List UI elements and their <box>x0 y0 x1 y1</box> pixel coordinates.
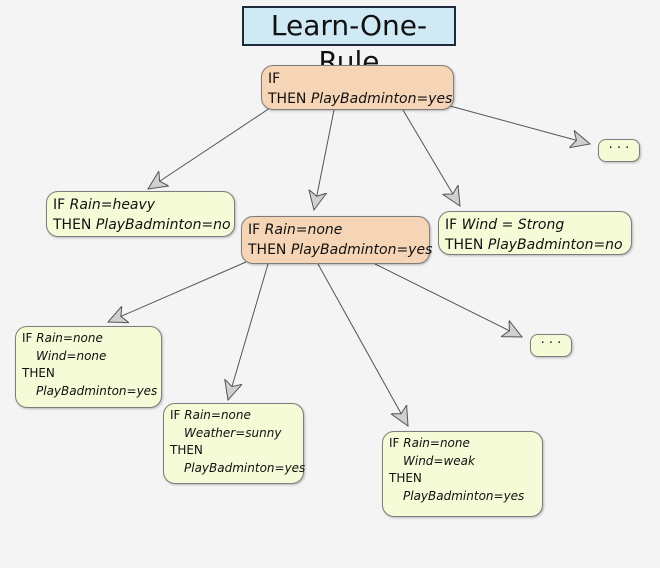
more-rules-ellipsis-top: · · · <box>598 139 640 162</box>
c1-cond1: Rain=none <box>36 331 103 345</box>
c1-if-line: IF Rain=none <box>22 330 155 348</box>
c2-cond2: Weather=sunny <box>184 425 282 440</box>
c3-if: IF <box>389 436 404 450</box>
c2-conclusion: PlayBadminton=yes <box>184 460 306 475</box>
root-rule-node: IF THEN PlayBadminton=yes <box>261 65 454 110</box>
root-conclusion: PlayBadminton=yes <box>310 91 453 107</box>
diagram-title: Learn-One-Rule <box>242 6 456 78</box>
c3-then: THEN <box>389 471 422 485</box>
c1-conclusion: PlayBadminton=yes <box>36 383 158 398</box>
c2-cond1: Rain=none <box>184 408 251 422</box>
c1-if: IF <box>22 331 37 345</box>
c3-cond2-line: Wind=weak <box>389 453 536 471</box>
rule-rain-none-wind-weak-node: IF Rain=none Wind=weak THEN PlayBadminto… <box>382 431 543 517</box>
none-if-line: IF Rain=none <box>248 220 423 240</box>
edge-none-c3 <box>317 263 408 426</box>
c2-if-line: IF Rain=none <box>170 407 297 425</box>
rule-wind-strong-node: IF Wind = Strong THEN PlayBadminton=no <box>438 211 632 255</box>
wind-conclusion: PlayBadminton=no <box>487 237 623 253</box>
heavy-if-line: IF Rain=heavy <box>53 195 228 215</box>
edge-none-c1 <box>108 261 247 322</box>
c3-cond1: Rain=none <box>403 436 470 450</box>
c1-cond2-line: Wind=none <box>22 348 155 366</box>
edge-root-wind <box>402 109 460 206</box>
edge-none-c2 <box>228 263 269 400</box>
rule-rain-heavy-node: IF Rain=heavy THEN PlayBadminton=no <box>46 191 235 237</box>
c2-then: THEN <box>170 443 203 457</box>
c1-then: THEN <box>22 366 55 380</box>
none-then: THEN <box>248 242 291 258</box>
wind-then: THEN <box>445 237 488 253</box>
edge-none-dots <box>374 263 522 337</box>
none-condition: Rain=none <box>264 222 343 238</box>
c3-cond2: Wind=weak <box>403 453 475 468</box>
rule-rain-none-wind-none-node: IF Rain=none Wind=none THEN PlayBadminto… <box>15 326 162 408</box>
heavy-then: THEN <box>53 217 96 233</box>
c3-concl-line: PlayBadminton=yes <box>389 488 536 506</box>
root-then-line: THEN PlayBadminton=yes <box>268 89 452 109</box>
edge-root-none <box>314 109 335 210</box>
heavy-then-line: THEN PlayBadminton=no <box>53 215 231 235</box>
none-then-line: THEN PlayBadminton=yes <box>248 240 432 260</box>
none-if: IF <box>248 222 265 238</box>
wind-condition: Wind = Strong <box>461 217 565 233</box>
c2-cond2-line: Weather=sunny <box>170 425 297 443</box>
heavy-condition: Rain=heavy <box>69 197 156 213</box>
root-then: THEN <box>268 91 311 107</box>
c3-if-line: IF Rain=none <box>389 435 536 453</box>
rule-rain-none-node: IF Rain=none THEN PlayBadminton=yes <box>241 216 432 264</box>
c1-cond2: Wind=none <box>36 348 107 363</box>
edge-root-dots <box>449 105 590 144</box>
heavy-if: IF <box>53 197 70 213</box>
wind-if: IF <box>445 217 462 233</box>
c2-if: IF <box>170 408 185 422</box>
c2-concl-line: PlayBadminton=yes <box>170 460 305 478</box>
edge-root-heavy <box>148 107 271 189</box>
rule-rain-none-weather-sunny-node: IF Rain=none Weather=sunny THEN PlayBadm… <box>163 403 305 484</box>
wind-if-line: IF Wind = Strong <box>445 215 625 235</box>
heavy-conclusion: PlayBadminton=no <box>95 217 231 233</box>
wind-then-line: THEN PlayBadminton=no <box>445 235 625 255</box>
root-if: IF <box>268 71 281 87</box>
c3-conclusion: PlayBadminton=yes <box>403 488 525 503</box>
c1-concl-line: PlayBadminton=yes <box>22 383 158 401</box>
more-rules-ellipsis-bottom: · · · <box>530 334 572 357</box>
none-conclusion: PlayBadminton=yes <box>290 242 433 258</box>
